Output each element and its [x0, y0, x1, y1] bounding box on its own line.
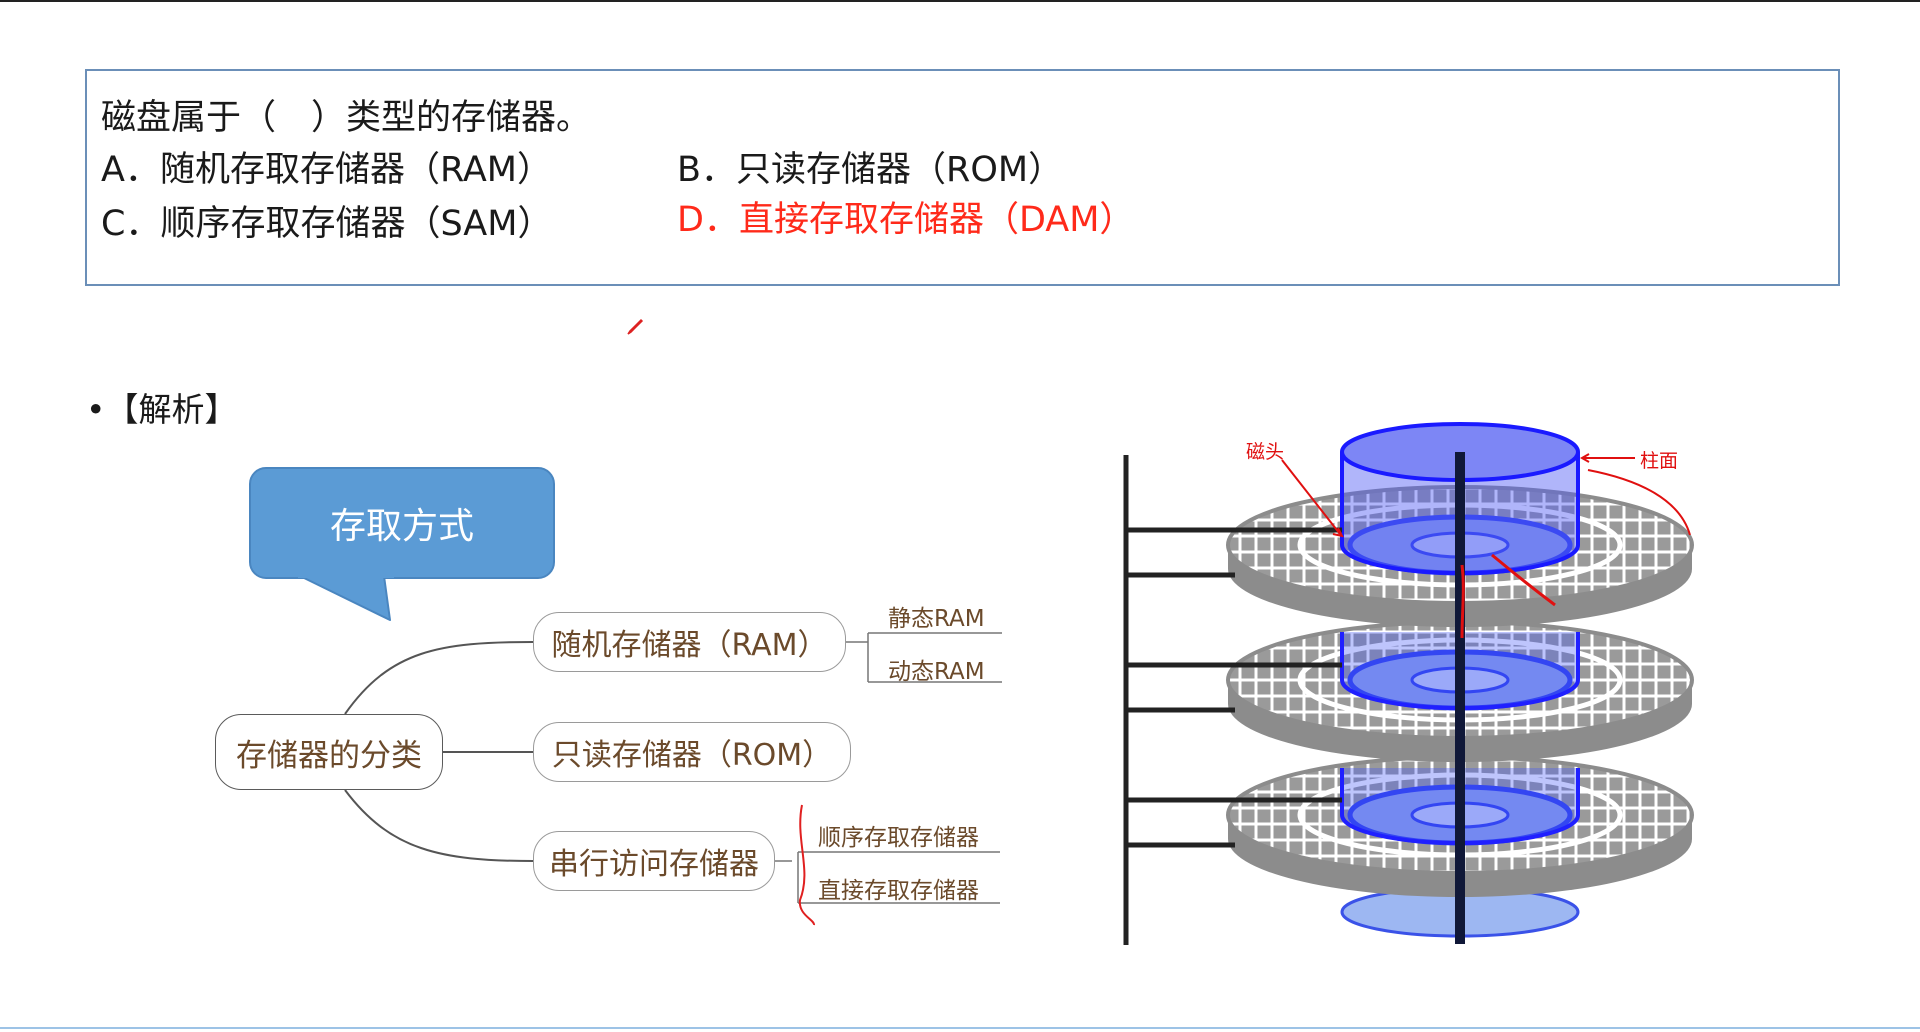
- option-b: B．只读存储器（ROM）: [677, 150, 1064, 190]
- mindmap-connectors: [344, 632, 1002, 926]
- mindmap-leaf-sam: 顺序存取存储器: [818, 825, 979, 851]
- mindmap-leaf-sram: 静态RAM: [888, 606, 985, 632]
- analysis-heading: •【解析】: [86, 390, 238, 429]
- option-a: A．随机存取存储器（RAM）: [101, 150, 552, 190]
- mindmap-node-ram: 随机存储器（RAM）: [533, 612, 846, 672]
- actuator-arm: [1123, 455, 1342, 945]
- label-cylinder: 柱面: [1640, 450, 1679, 472]
- pen-cursor-icon: [627, 318, 644, 335]
- question-stem: 磁盘属于（ ）类型的存储器。: [101, 98, 592, 138]
- option-c: C．顺序存取存储器（SAM）: [101, 204, 553, 244]
- mindmap-node-rom: 只读存储器（ROM）: [533, 722, 851, 782]
- mindmap-root-node: 存储器的分类: [215, 714, 443, 790]
- question-box: 磁盘属于（ ）类型的存储器。 A．随机存取存储器（RAM） B．只读存储器（RO…: [85, 69, 1840, 286]
- label-read-head: 磁头: [1246, 441, 1285, 463]
- spindle: [1455, 452, 1465, 944]
- mindmap-leaf-dam: 直接存取存储器: [818, 878, 979, 904]
- option-d-answer: D．直接存取存储器（DAM）: [677, 200, 1135, 240]
- callout-label: 存取方式: [329, 506, 474, 547]
- red-annotations: [1281, 453, 1691, 639]
- mindmap-leaf-dram: 动态RAM: [888, 659, 985, 685]
- callout-bubble: [249, 467, 555, 621]
- bottom-rule: [0, 1027, 1920, 1029]
- top-rule: [0, 0, 1920, 2]
- mindmap-node-serial: 串行访问存储器: [533, 831, 775, 891]
